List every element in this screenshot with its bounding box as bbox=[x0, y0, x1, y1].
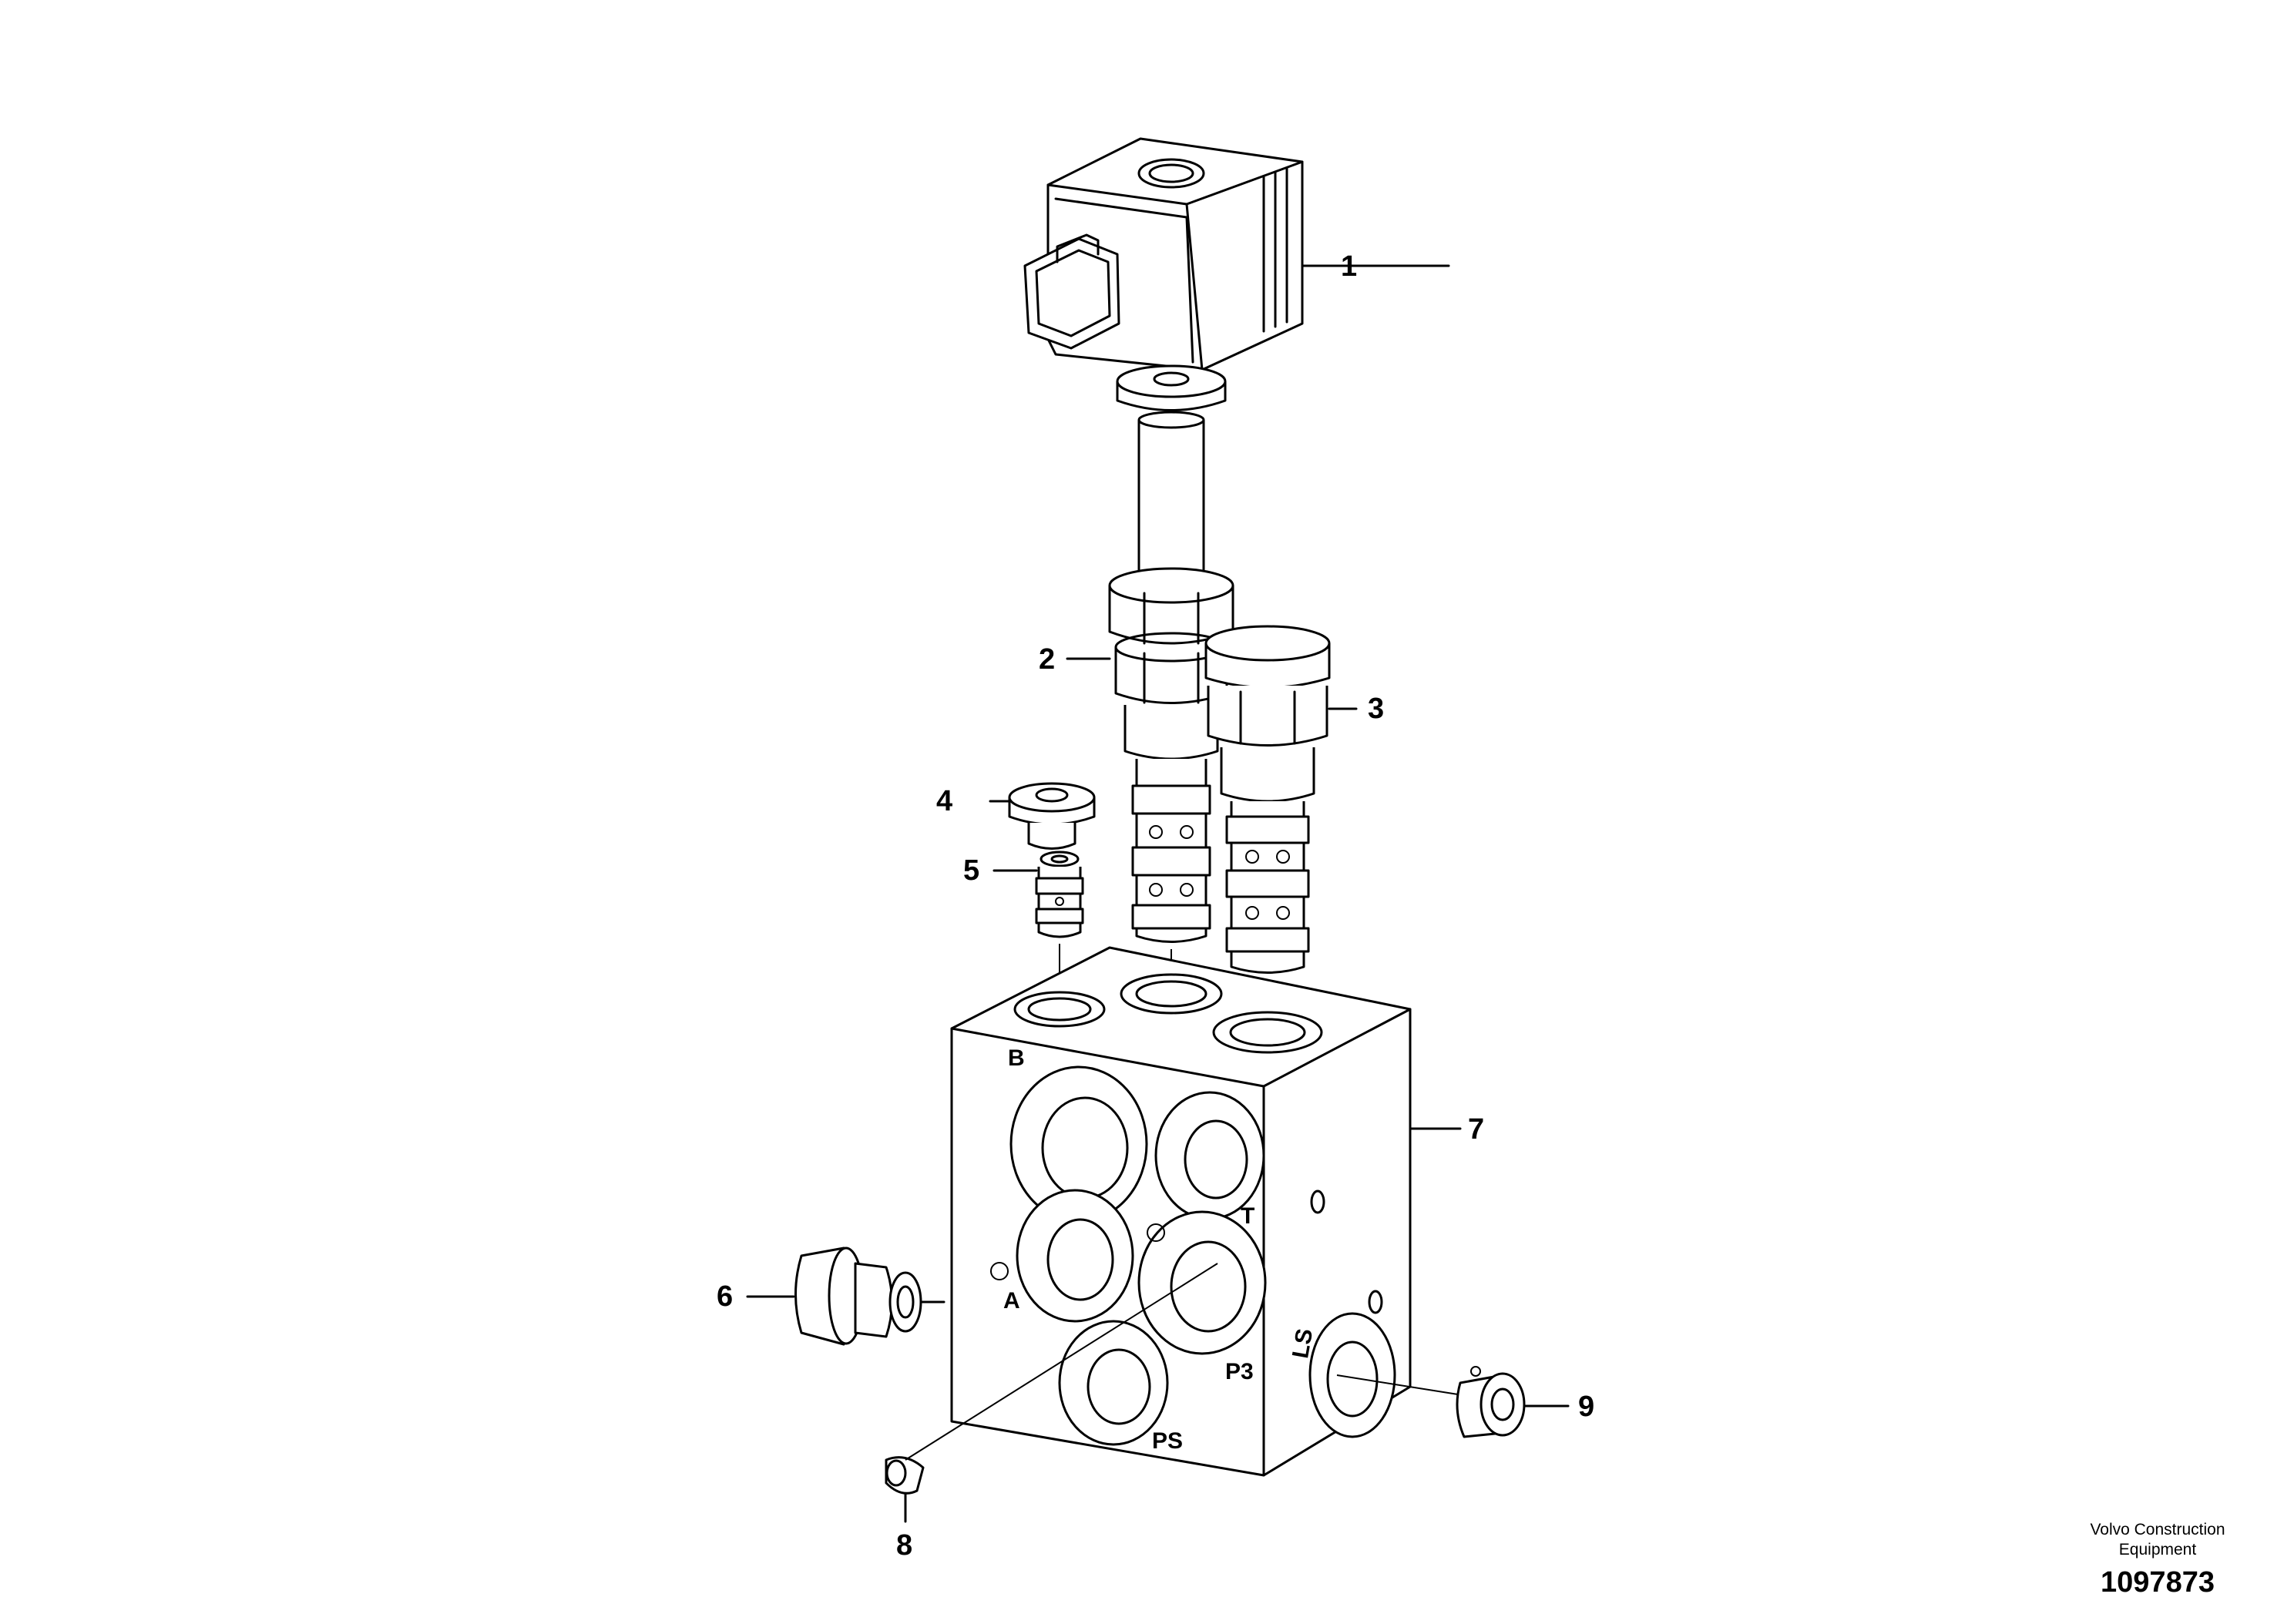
port-label-ps: PS bbox=[1152, 1428, 1183, 1454]
port-label-t: T bbox=[1241, 1203, 1254, 1229]
footer-company-line2: Equipment bbox=[2119, 1541, 2197, 1559]
port-label-a: A bbox=[1003, 1288, 1020, 1314]
callout-3: 3 bbox=[1368, 693, 1384, 725]
port-label-b: B bbox=[1008, 1045, 1025, 1071]
part-1-solenoid-coil bbox=[1023, 137, 1450, 583]
footer-company-line1: Volvo Construction bbox=[2090, 1521, 2225, 1538]
part-8-small-plug bbox=[885, 1263, 1218, 1523]
part-2-solenoid-valve-cartridge bbox=[1066, 567, 1234, 943]
callout-6: 6 bbox=[717, 1280, 733, 1313]
part-4-plug bbox=[989, 782, 1096, 850]
callout-5: 5 bbox=[963, 854, 979, 887]
part-9-side-plug bbox=[1336, 1366, 1570, 1438]
part-6-side-cartridge bbox=[746, 1247, 945, 1346]
callout-9: 9 bbox=[1578, 1391, 1594, 1423]
part-3-pressure-valve-cartridge bbox=[1204, 625, 1358, 974]
figure-number: 1097873 bbox=[2101, 1566, 2215, 1599]
part-5-small-cartridge bbox=[992, 851, 1084, 938]
port-label-ls: LS bbox=[1288, 1327, 1318, 1360]
part-7-valve-block bbox=[950, 946, 1462, 1477]
callout-7: 7 bbox=[1468, 1113, 1484, 1146]
callout-8: 8 bbox=[896, 1529, 912, 1562]
callout-1: 1 bbox=[1341, 250, 1357, 283]
callout-2: 2 bbox=[1039, 643, 1055, 676]
port-label-p3: P3 bbox=[1225, 1359, 1254, 1384]
callout-4: 4 bbox=[936, 785, 952, 817]
